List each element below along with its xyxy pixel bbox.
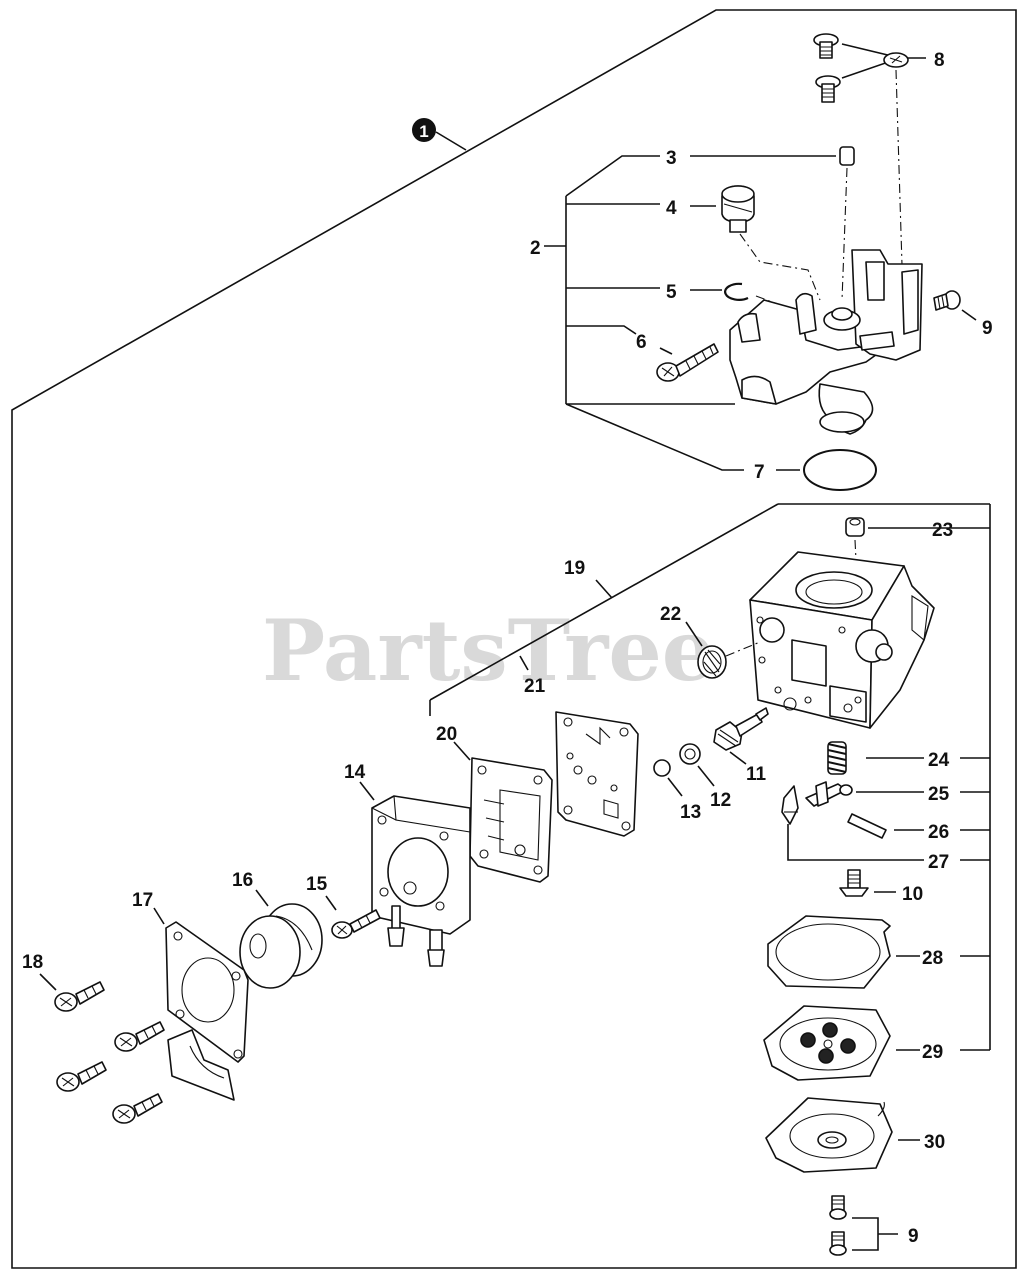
label-12: 12 xyxy=(710,790,731,811)
part-27-inlet-needle xyxy=(781,785,799,825)
bracket-19-diagonal xyxy=(429,503,779,701)
part-29-diaphragm xyxy=(763,1005,891,1081)
part-25-lever xyxy=(805,781,853,807)
label-25: 25 xyxy=(928,784,950,805)
part-13-washer xyxy=(653,759,671,777)
leader-13 xyxy=(667,777,683,797)
part-28-gasket xyxy=(767,915,891,989)
leader-14 xyxy=(359,781,375,801)
part-15-screw xyxy=(331,909,381,939)
carburetor-body xyxy=(749,551,935,729)
label-28: 28 xyxy=(922,948,943,969)
leader-9-top xyxy=(961,309,977,321)
leader-22 xyxy=(685,621,703,647)
label-15: 15 xyxy=(306,874,328,895)
part-3-cap xyxy=(839,146,855,166)
part-30-cover xyxy=(765,1097,893,1173)
screw-8a xyxy=(813,33,839,59)
part-7-o-ring xyxy=(803,449,877,491)
leader-9-bottom xyxy=(852,1217,898,1251)
label-10: 10 xyxy=(902,884,923,905)
label-21: 21 xyxy=(524,676,546,697)
leader-6 xyxy=(659,347,673,355)
screw-8b xyxy=(883,52,909,68)
part-9-screw-top xyxy=(933,290,961,311)
leader-15 xyxy=(325,895,337,911)
part-6-screw xyxy=(656,343,719,382)
label-9-top: 9 xyxy=(982,318,993,339)
leader-17 xyxy=(153,907,165,925)
label-30: 30 xyxy=(924,1132,945,1153)
part-26-pin xyxy=(847,813,887,839)
label-9-bottom: 9 xyxy=(908,1226,919,1247)
label-17: 17 xyxy=(132,890,153,911)
label-11: 11 xyxy=(746,764,767,785)
label-29: 29 xyxy=(922,1042,943,1063)
part-12-spring-seat xyxy=(679,743,701,765)
throttle-lever-body xyxy=(729,249,923,435)
screw-8c xyxy=(815,75,841,103)
leader-20 xyxy=(453,741,471,761)
part-11-needle xyxy=(713,707,769,751)
part-16-primer-bulb xyxy=(239,903,323,989)
part-22-filter xyxy=(697,645,727,679)
leader-12 xyxy=(697,765,715,787)
label-18: 18 xyxy=(22,952,43,973)
label-16: 16 xyxy=(232,870,253,891)
part-5-clip xyxy=(724,282,749,301)
label-23: 23 xyxy=(932,520,953,541)
leader-16 xyxy=(255,889,269,907)
leader-19 xyxy=(595,579,613,599)
part-17-retainer xyxy=(165,921,249,1101)
part-23-sleeve xyxy=(845,517,865,537)
part-4-adjuster xyxy=(721,185,755,233)
label-20: 20 xyxy=(436,724,457,745)
assembly-marker-badge xyxy=(412,118,436,142)
centerline-22 xyxy=(725,641,761,657)
label-5: 5 xyxy=(666,282,677,303)
assembly-frame xyxy=(11,9,1017,1269)
label-7: 7 xyxy=(754,462,765,483)
label-13: 13 xyxy=(680,802,701,823)
part-9-screws-bottom xyxy=(829,1195,847,1256)
label-14: 14 xyxy=(344,762,366,783)
assembly-marker-number: 1 xyxy=(419,122,428,141)
bracket-23-29 xyxy=(778,503,991,1050)
leader-18 xyxy=(39,973,57,991)
label-2: 2 xyxy=(530,238,541,259)
leader-21 xyxy=(519,655,529,671)
label-19: 19 xyxy=(564,558,585,579)
label-24: 24 xyxy=(928,750,950,771)
leader-27 xyxy=(787,824,924,861)
bracket-2 xyxy=(565,155,744,471)
leader-1 xyxy=(435,131,467,151)
leader-11 xyxy=(729,751,747,765)
label-27: 27 xyxy=(928,852,949,873)
part-24-spring xyxy=(827,741,847,775)
centerline-4 xyxy=(739,233,821,301)
centerline-3 xyxy=(841,167,848,301)
label-6: 6 xyxy=(636,332,647,353)
part-21-gasket xyxy=(555,711,639,837)
label-22: 22 xyxy=(660,604,681,625)
part-18-screws xyxy=(54,981,165,1124)
label-4: 4 xyxy=(666,198,677,219)
bracket-ticks xyxy=(960,757,990,1051)
label-3: 3 xyxy=(666,148,677,169)
watermark-text: PartsTree xyxy=(262,601,715,700)
part-20-plate xyxy=(469,757,553,883)
label-26: 26 xyxy=(928,822,949,843)
label-8: 8 xyxy=(934,50,945,71)
part-14-pump-body xyxy=(371,795,471,967)
part-10-screw xyxy=(839,869,869,897)
